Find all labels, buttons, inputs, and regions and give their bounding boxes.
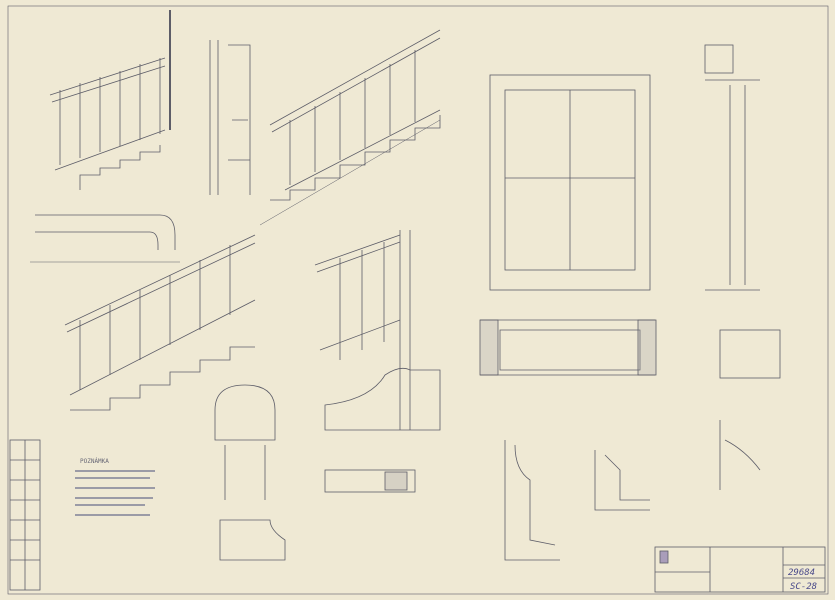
stamp-icon [659, 550, 669, 564]
section-4-4 [324, 469, 416, 493]
railing-elevation-lower-left [64, 234, 256, 411]
railing-detail-center [314, 230, 441, 431]
notes-heading: POZNÁMKA [80, 458, 109, 465]
baluster-profile [214, 384, 286, 561]
sheet-code: SC-28 [790, 582, 817, 592]
drawing-number: 29684 [788, 568, 815, 578]
window-horizontal-section [479, 319, 657, 376]
handrail-section-a-a [30, 214, 180, 263]
title-block [654, 546, 826, 593]
railing-elevation-top-middle [259, 29, 441, 226]
moulding-profile-details [504, 329, 781, 561]
notes-lines [75, 470, 155, 516]
railing-elevation-top-left [49, 10, 171, 190]
window-vertical-section [704, 44, 760, 291]
window-elevation [489, 74, 651, 291]
section-b-b [209, 40, 251, 195]
revision-table [9, 439, 41, 591]
sheet-border [7, 5, 829, 595]
